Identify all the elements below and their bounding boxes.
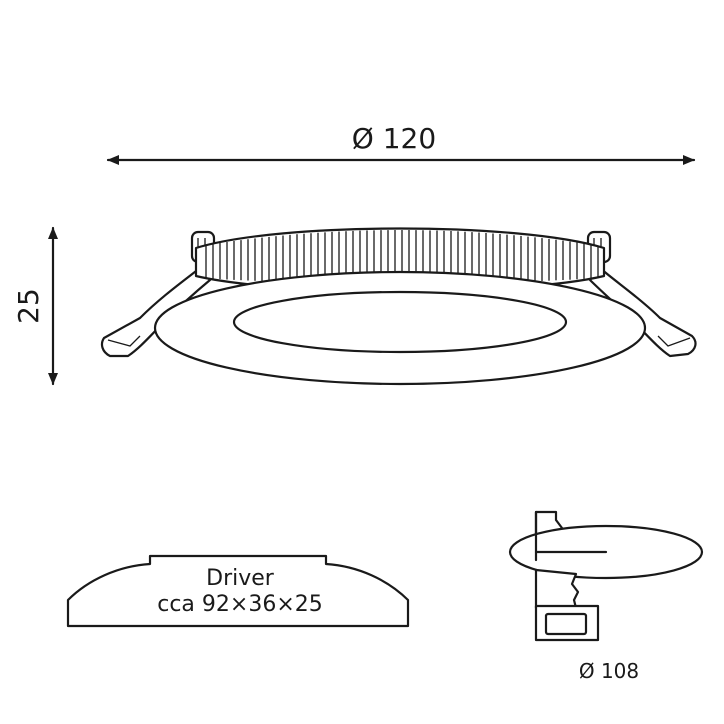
driver-box: Driver cca 92×36×25 bbox=[66, 554, 410, 628]
panel-diffuser bbox=[232, 290, 568, 354]
driver-outline bbox=[66, 554, 410, 628]
driver-title: Driver bbox=[206, 566, 275, 591]
width-dimension: Ø 120 bbox=[106, 122, 696, 165]
ceiling-lower bbox=[534, 568, 580, 610]
height-dimension: 25 bbox=[12, 226, 58, 386]
diameter-label: Ø 120 bbox=[352, 122, 436, 155]
cutout-label: Ø 108 bbox=[579, 659, 639, 683]
installation-detail: Ø 108 bbox=[508, 510, 704, 683]
downlight-panel bbox=[100, 227, 697, 386]
driver-size: cca 92×36×25 bbox=[157, 592, 323, 617]
clip-window bbox=[544, 612, 588, 636]
height-label: 25 bbox=[12, 288, 45, 324]
